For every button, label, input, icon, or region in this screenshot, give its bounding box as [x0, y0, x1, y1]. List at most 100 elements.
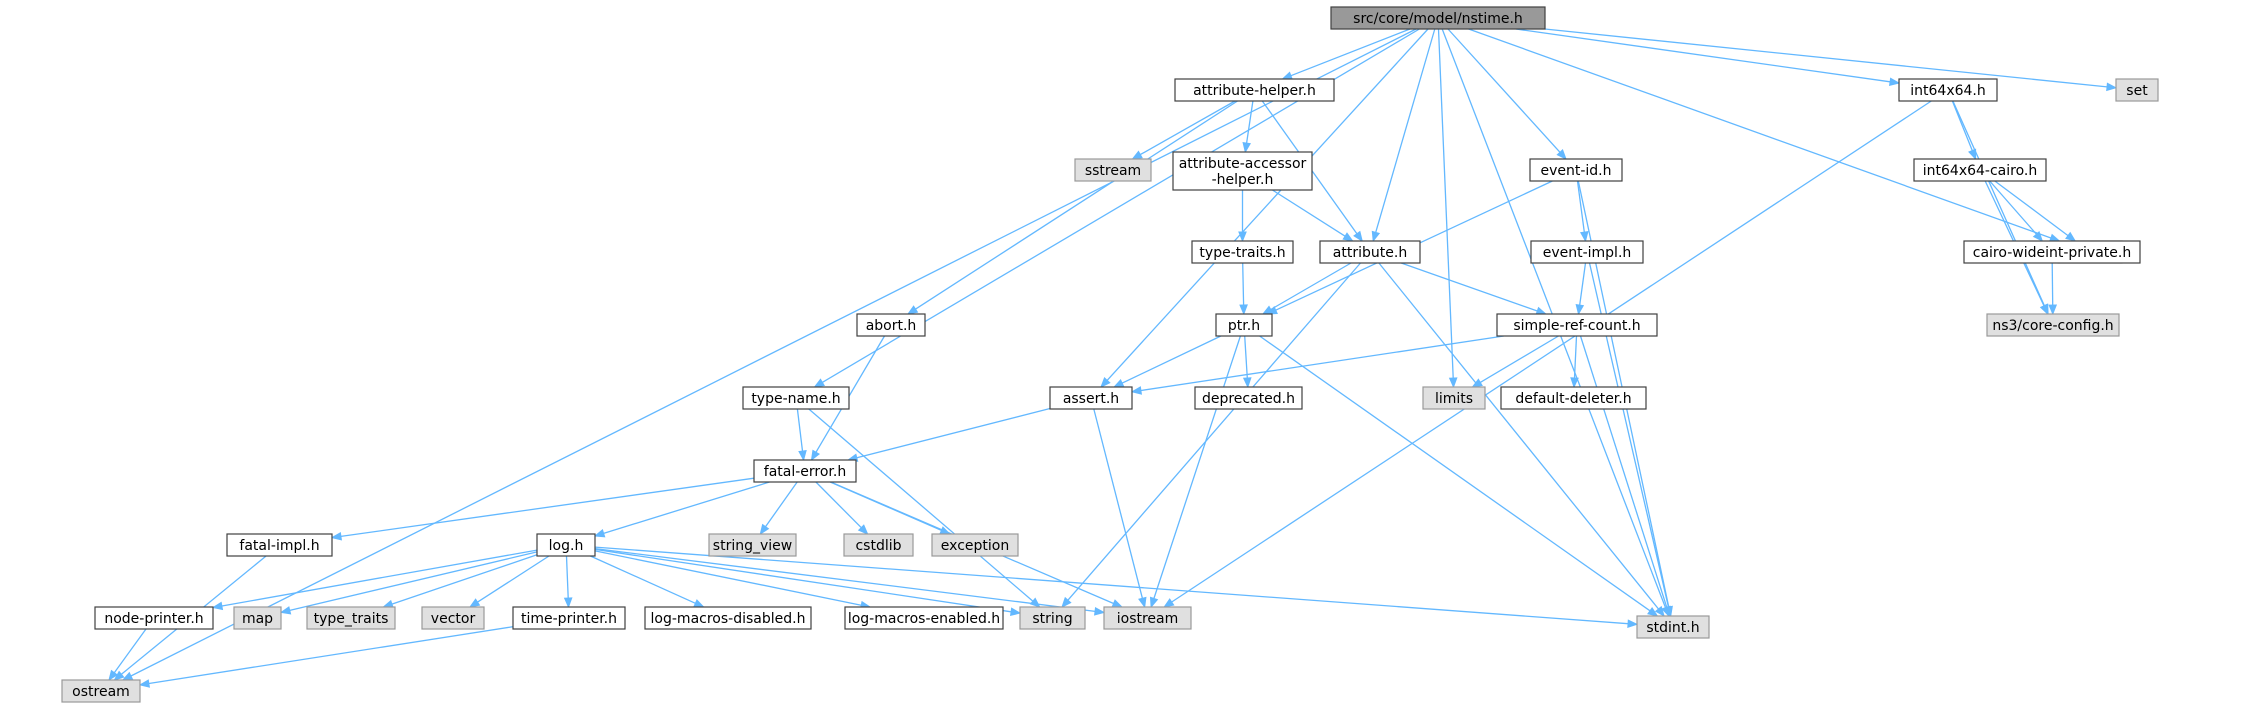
node-label: log-macros-enabled.h — [848, 611, 1000, 627]
edge-typetraitsh-to-ptr — [1239, 262, 1248, 316]
node-box — [1986, 313, 2120, 337]
node-box — [61, 679, 141, 703]
edge-abort-to-fatalerror — [810, 335, 886, 462]
node-label: sstream — [1085, 163, 1141, 179]
node-nstime[interactable]: src/core/model/nstime.h — [1330, 6, 1546, 30]
node-label: event-impl.h — [1543, 245, 1632, 261]
node-fatalerror[interactable]: fatal-error.h — [753, 459, 857, 483]
edge-simplerefcount-to-limits — [1471, 335, 1559, 388]
node-label: type-name.h — [751, 391, 840, 407]
edge-nstime-to-ostream — [121, 28, 1417, 681]
node-attribute[interactable]: attribute.h — [1319, 240, 1421, 264]
node-log[interactable]: log.h — [536, 533, 596, 557]
edge-attribute-to-stdint — [1378, 262, 1665, 618]
node-int64x64[interactable]: int64x64.h — [1898, 78, 1998, 102]
node-box — [306, 606, 396, 630]
node-logenabled[interactable]: log-macros-enabled.h — [844, 606, 1004, 630]
node-label: event-id.h — [1540, 163, 1611, 179]
node-box — [1191, 240, 1294, 264]
node-label: node-printer.h — [104, 611, 203, 627]
node-label: string — [1032, 611, 1072, 627]
node-ptr[interactable]: ptr.h — [1215, 313, 1273, 337]
edge-nstime-to-attribute — [1371, 28, 1436, 243]
node-label: ns3/core-config.h — [1992, 318, 2113, 334]
edge-nstime-to-int64x64 — [1515, 28, 1901, 87]
node-label: -helper.h — [1212, 172, 1274, 188]
edge-cairowide-to-coreconfig — [2048, 262, 2058, 316]
node-box — [856, 313, 926, 337]
edge-ptr-to-deprecated — [1242, 335, 1252, 389]
node-box — [1530, 240, 1644, 264]
node-box — [1330, 6, 1546, 30]
edge-attrhelper-to-attraccessor — [1242, 100, 1254, 154]
edge-int64cairo-to-cairowide — [1989, 180, 2044, 243]
node-label: time-printer.h — [521, 611, 617, 627]
node-label: log-macros-disabled.h — [651, 611, 806, 627]
node-deprecated[interactable]: deprecated.h — [1194, 386, 1303, 410]
node-string: string — [1019, 606, 1086, 630]
edge-int64x64-to-iostream — [1163, 100, 1932, 608]
node-cairowide[interactable]: cairo-wideint-private.h — [1963, 240, 2141, 264]
edge-simplerefcount-to-stdint — [1579, 335, 1671, 618]
node-fatalimpl[interactable]: fatal-impl.h — [226, 533, 333, 557]
edge-log-to-timeprinter — [563, 555, 573, 609]
edge-eventimpl-to-simplerefcount — [1575, 262, 1587, 316]
edge-int64cairo-to-cmath — [1994, 180, 2077, 242]
edge-simplerefcount-to-defaultdeleter — [1570, 335, 1579, 389]
edge-ptr-to-stdint — [1259, 335, 1659, 617]
edge-nstime-to-cmath — [1468, 28, 2061, 242]
node-eventid[interactable]: event-id.h — [1529, 158, 1623, 182]
node-label: int64x64.h — [1910, 83, 1986, 99]
node-timeprinter[interactable]: time-printer.h — [512, 606, 626, 630]
node-label: deprecated.h — [1202, 391, 1295, 407]
node-int64cairo[interactable]: int64x64-cairo.h — [1913, 158, 2047, 182]
edge-typename-to-fatalerror — [796, 408, 807, 462]
node-label: int64x64-cairo.h — [1923, 163, 2037, 179]
node-box — [1636, 615, 1710, 639]
node-box — [742, 386, 850, 410]
node-label: default-deleter.h — [1515, 391, 1631, 407]
edge-fatalerror-to-cstdlib — [815, 481, 869, 535]
node-box — [1898, 78, 1998, 102]
node-defaultdeleter[interactable]: default-deleter.h — [1500, 386, 1647, 410]
edge-attrhelper-to-abort — [906, 100, 1238, 315]
node-box — [708, 533, 797, 557]
edge-eventid-to-eventimpl — [1576, 180, 1589, 243]
node-typename[interactable]: type-name.h — [742, 386, 850, 410]
node-logdisabled[interactable]: log-macros-disabled.h — [644, 606, 812, 630]
node-box — [1529, 158, 1623, 182]
node-label: exception — [941, 538, 1009, 554]
node-attraccessor[interactable]: attribute-accessor-helper.h — [1172, 151, 1313, 191]
edge-nstime-to-attrhelper — [1281, 28, 1411, 80]
edge-typename-to-string — [808, 408, 1041, 608]
node-label: simple-ref-count.h — [1513, 318, 1640, 334]
node-stringview: string_view — [708, 533, 797, 557]
node-box — [844, 606, 1004, 630]
node-label: abort.h — [866, 318, 917, 334]
edge-int64x64-to-int64cairo — [1951, 100, 1977, 161]
node-box — [1215, 313, 1273, 337]
node-label: log.h — [549, 538, 584, 554]
node-label: type-traits.h — [1199, 245, 1285, 261]
node-typetraitsh[interactable]: type-traits.h — [1191, 240, 1294, 264]
node-simplerefcount[interactable]: simple-ref-count.h — [1496, 313, 1658, 337]
node-box — [1172, 151, 1313, 191]
nodes-layer: src/core/model/nstime.hostreamtype-name.… — [61, 6, 2159, 703]
node-attrhelper[interactable]: attribute-helper.h — [1174, 78, 1335, 102]
edge-attraccessor-to-typetraitsh — [1238, 190, 1247, 243]
edge-timeprinter-to-ostream — [138, 626, 514, 688]
node-label: cstdlib — [855, 538, 901, 554]
edge-simplerefcount-to-assert — [1130, 335, 1504, 395]
node-map: map — [233, 606, 282, 630]
node-eventimpl[interactable]: event-impl.h — [1530, 240, 1644, 264]
node-nodeprinter[interactable]: node-printer.h — [94, 606, 214, 630]
node-stdint: stdint.h — [1636, 615, 1710, 639]
node-label: string_view — [713, 538, 792, 554]
edge-ptr-to-iostream — [1149, 335, 1242, 609]
node-assert[interactable]: assert.h — [1049, 386, 1133, 410]
node-abort[interactable]: abort.h — [856, 313, 926, 337]
edge-log-to-string — [594, 548, 1022, 616]
node-box — [1496, 313, 1658, 337]
node-label: fatal-error.h — [764, 464, 846, 480]
